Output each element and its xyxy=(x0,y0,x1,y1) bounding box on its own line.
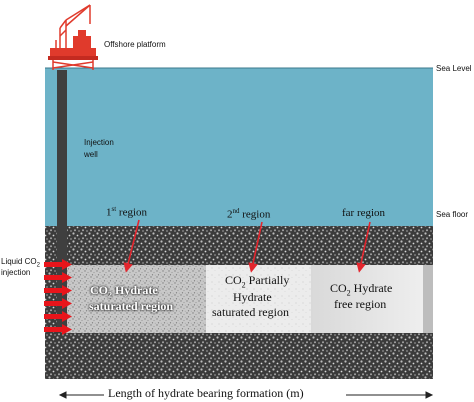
offshore-platform-label: Offshore platform xyxy=(104,40,166,49)
injection-well-label-line2: well xyxy=(84,150,98,159)
length-axis-arrow xyxy=(58,391,434,399)
offshore-platform-icon xyxy=(48,4,98,70)
region2-box-line2: Hydrate xyxy=(233,290,272,304)
hydrate-free-region xyxy=(311,265,423,333)
arrow-icon xyxy=(248,221,263,273)
partially-hydrate-region xyxy=(206,265,311,333)
region3-box-line2: free region xyxy=(334,297,387,311)
region2-box-line1: CO2 Partially xyxy=(225,273,290,290)
region1-box-line2: saturated region xyxy=(89,299,174,313)
region1-title: 1st region xyxy=(106,205,148,219)
injection-well xyxy=(57,70,67,330)
injection-well-label-line1: Injection xyxy=(84,138,114,147)
injection-arrows xyxy=(44,259,72,335)
arrow-icon xyxy=(123,219,140,273)
region-arrows xyxy=(123,219,371,273)
region3-title: far region xyxy=(342,207,386,219)
region3-box-line1: CO2 Hydrate xyxy=(330,281,393,298)
arrow-icon xyxy=(356,221,371,273)
region2-title: 2nd region xyxy=(227,207,271,221)
region1-box-line1: CO2 Hydrate xyxy=(90,283,158,300)
region2-box-line3: saturated region xyxy=(212,305,289,319)
hydrate-saturated-region xyxy=(63,265,206,333)
sea-level-label: Sea Level xyxy=(436,64,472,73)
liquid-co2-label: Liquid CO2 xyxy=(1,257,40,269)
sea-floor-label: Sea floor xyxy=(436,210,469,219)
length-axis-label: Length of hydrate bearing formation (m) xyxy=(108,386,304,400)
injection-label: injection xyxy=(1,268,31,277)
sea xyxy=(45,68,433,226)
